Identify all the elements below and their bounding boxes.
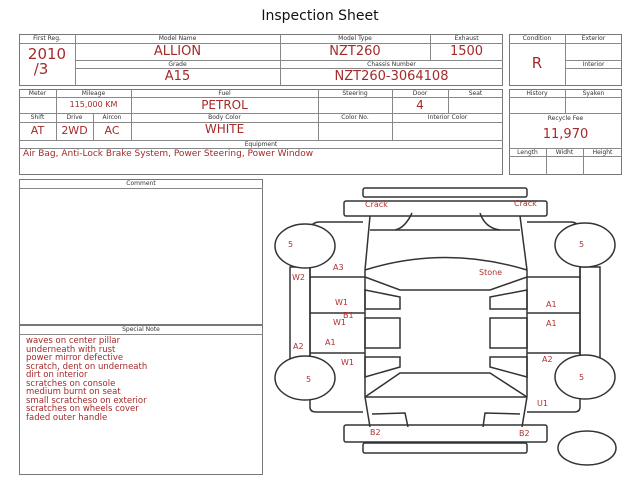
comment-box bbox=[19, 179, 263, 325]
mark-wheel-fl: 5 bbox=[288, 240, 293, 249]
note-item: underneath with rust bbox=[26, 344, 116, 355]
mark-a2-left: A2 bbox=[293, 342, 304, 351]
model-name: ALLION bbox=[153, 44, 202, 59]
width-label: Widht bbox=[555, 149, 574, 156]
mark-crack-right: Crack bbox=[514, 199, 537, 208]
grade-label: Grade bbox=[168, 61, 187, 68]
mark-crack-left: Crack bbox=[365, 200, 388, 209]
aircon: AC bbox=[104, 124, 120, 137]
mark-w1-c: W1 bbox=[341, 358, 354, 367]
note-item: scratch, dent on underneath bbox=[26, 361, 148, 372]
color-no-label: Color No. bbox=[341, 114, 369, 121]
note-item: small scratcheso on exterior bbox=[26, 395, 147, 406]
note-item: faded outer handle bbox=[26, 412, 108, 423]
equipment: Air Bag, Anti-Lock Brake System, Power S… bbox=[23, 149, 314, 159]
syaken-label: Syaken bbox=[582, 90, 605, 97]
fuel-label: Fuel bbox=[218, 90, 231, 97]
mark-a3: A3 bbox=[333, 263, 344, 272]
mileage-label: Mileage bbox=[81, 90, 106, 97]
condition-grade: R bbox=[531, 54, 543, 72]
page-title: Inspection Sheet bbox=[261, 8, 379, 24]
spec-box bbox=[19, 89, 503, 175]
interior-color-label: Interior Color bbox=[427, 114, 468, 121]
mark-a2-right: A2 bbox=[542, 355, 553, 364]
history-label: History bbox=[526, 90, 548, 97]
body-color-label: Body Color bbox=[208, 114, 241, 121]
special-note-list: waves on center pillar underneath with r… bbox=[26, 337, 147, 422]
exterior-label: Exterior bbox=[581, 35, 606, 42]
mark-wheel-rl: 5 bbox=[306, 375, 311, 384]
note-item: medium burnt on seat bbox=[26, 387, 121, 397]
note-item: power mirror defective bbox=[26, 353, 124, 363]
recycle-fee: 11,970 bbox=[542, 127, 589, 142]
chassis-label: Chassis Number bbox=[367, 61, 416, 68]
note-item: waves on center pillar bbox=[26, 336, 121, 346]
exhaust: 1500 bbox=[449, 44, 484, 59]
mileage: 115,000 KM bbox=[69, 100, 118, 109]
model-type-label: Model Type bbox=[338, 35, 372, 42]
mark-a1-right-2: A1 bbox=[546, 319, 557, 328]
chassis-number: NZT260-3064108 bbox=[334, 69, 449, 84]
recycle-label: Recycle Fee bbox=[547, 115, 584, 122]
special-note-label: Special Note bbox=[122, 326, 160, 333]
mark-b2-left: B2 bbox=[370, 428, 381, 437]
first-reg-month: /3 bbox=[33, 60, 49, 78]
special-note-box bbox=[19, 325, 263, 475]
mark-a1-right-1: A1 bbox=[546, 300, 557, 309]
fuel: PETROL bbox=[201, 98, 248, 112]
mark-w2: W2 bbox=[292, 273, 305, 282]
first-reg-year: 2010 bbox=[27, 45, 67, 63]
length-label: Length bbox=[517, 149, 538, 156]
exhaust-label: Exhaust bbox=[454, 35, 479, 42]
model-name-label: Model Name bbox=[158, 35, 197, 42]
mark-w1-a: W1 bbox=[335, 298, 348, 307]
mark-a1-left: A1 bbox=[325, 338, 336, 347]
body-color: WHITE bbox=[204, 122, 245, 136]
note-item: scratches on wheels cover bbox=[26, 404, 139, 414]
door-label: Door bbox=[412, 90, 428, 97]
steering-label: Steering bbox=[342, 90, 368, 97]
aircon-label: Aircon bbox=[102, 114, 122, 121]
meter-label: Meter bbox=[28, 90, 47, 97]
mark-u1: U1 bbox=[537, 399, 548, 408]
height-label: Height bbox=[592, 149, 613, 156]
door: 4 bbox=[416, 98, 424, 112]
drive: 2WD bbox=[61, 124, 88, 137]
note-item: dirt on interior bbox=[26, 370, 88, 380]
mark-wheel-rr: 5 bbox=[579, 373, 584, 382]
mark-b1: B1 bbox=[343, 311, 354, 320]
grade: A15 bbox=[164, 69, 191, 84]
first-reg-label: First Reg. bbox=[33, 35, 61, 42]
equipment-label: Equipment bbox=[244, 141, 278, 148]
mark-w1-b: W1 bbox=[333, 318, 346, 327]
interior-label: Interior bbox=[582, 61, 605, 68]
mark-wheel-fr: 5 bbox=[579, 240, 584, 249]
comment-label: Comment bbox=[126, 180, 156, 187]
mark-stone: Stone bbox=[479, 268, 502, 277]
seat-label: Seat bbox=[468, 90, 483, 97]
model-type: NZT260 bbox=[329, 44, 381, 59]
shift-label: Shift bbox=[30, 114, 45, 121]
condition-label: Condition bbox=[522, 35, 552, 42]
note-item: scratches on console bbox=[26, 378, 116, 389]
drive-label: Drive bbox=[66, 114, 83, 121]
car-outline bbox=[274, 187, 617, 466]
mark-b2-right: B2 bbox=[519, 429, 530, 438]
shift: AT bbox=[30, 124, 45, 137]
